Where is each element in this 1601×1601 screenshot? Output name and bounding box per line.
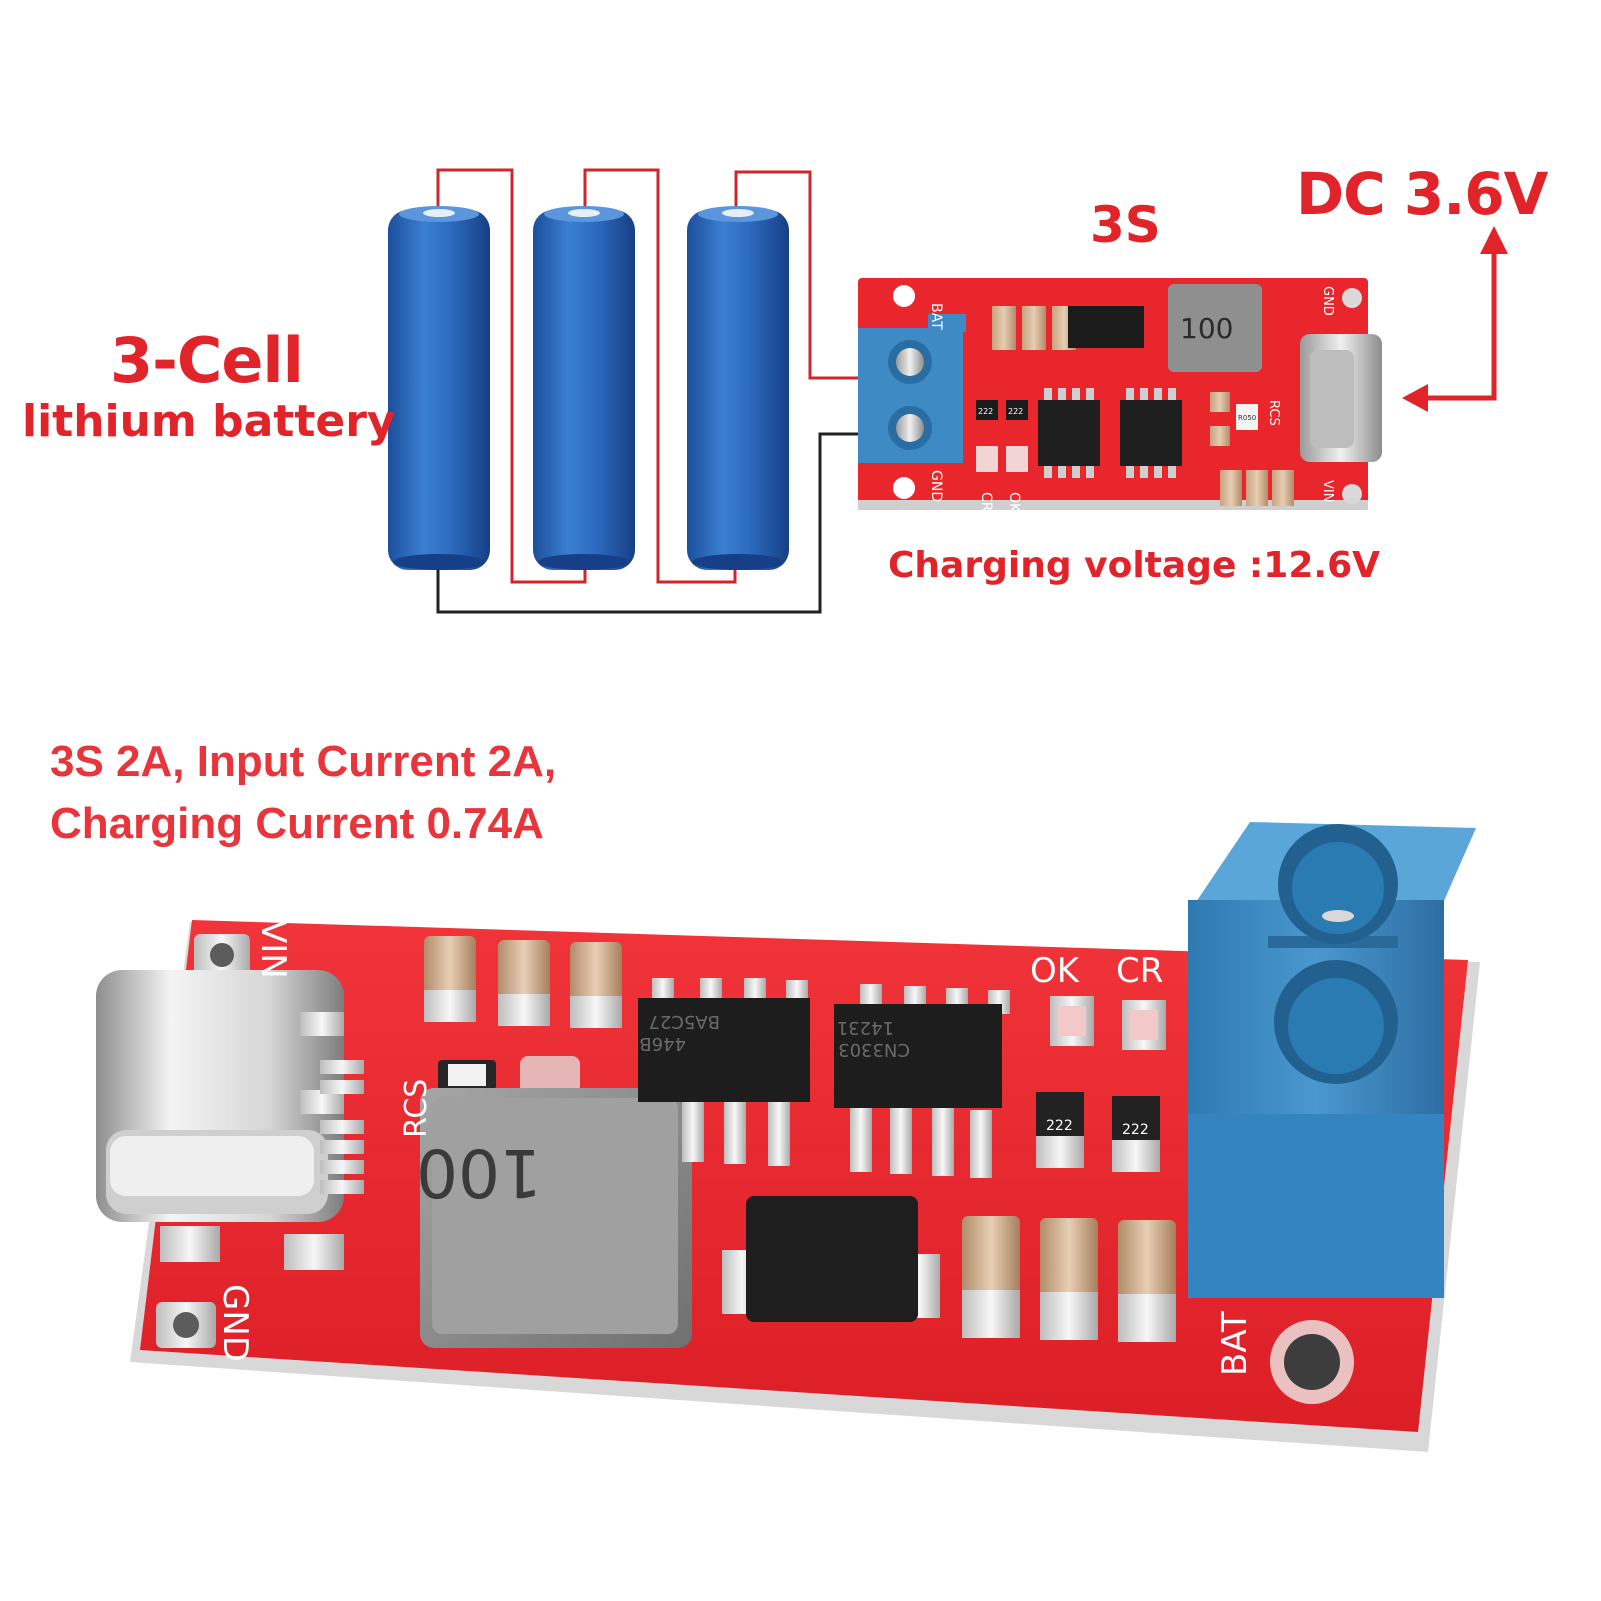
board-mark-ok: OK — [1006, 492, 1022, 513]
diagram-graphics: BAT GND CR OK 100 222 222 R050 RCS GND V… — [388, 168, 1508, 614]
mount-holes — [156, 934, 1354, 1404]
wire-b2-b3 — [583, 168, 737, 584]
mount-hole — [1342, 288, 1362, 308]
ic-chip-small-1 — [1038, 400, 1100, 466]
diode — [722, 1196, 940, 1322]
input-arrow — [1402, 226, 1508, 412]
board-mark-rcs: RCS — [1266, 400, 1281, 426]
board-mark-gnd-right: GND — [1320, 286, 1335, 316]
photo-mark-ic2-line2: 14231 — [837, 1017, 894, 1038]
inductor: 100 — [416, 1088, 692, 1348]
battery-label-title: 3-Cell — [110, 324, 304, 397]
photo-mark-ic1-line2: 446B — [639, 1033, 686, 1054]
photo-mark-inductor: 100 — [416, 1134, 542, 1211]
capacitors-top — [424, 936, 622, 1028]
board-mark-cr: CR — [978, 492, 994, 512]
pcb-board-small: BAT GND CR OK 100 222 222 R050 RCS GND V… — [858, 278, 1382, 513]
battery-cell-2 — [533, 206, 635, 570]
photo-mark-ok: OK — [1030, 951, 1081, 991]
wire-b1-gnd — [436, 432, 860, 614]
battery-cell-3 — [687, 206, 789, 570]
mount-hole — [893, 477, 915, 499]
photo-mark-cr: CR — [1116, 951, 1163, 991]
spec-line-2: Charging Current 0.74A — [50, 799, 544, 848]
wiring-diagram: BAT GND CR OK 100 222 222 R050 RCS GND V… — [0, 0, 1601, 660]
spec-line-1: 3S 2A, Input Current 2A, — [50, 737, 557, 786]
input-voltage-label: DC 3.6V — [1296, 160, 1549, 228]
photo-mark-ic1-line1: BA5C27 — [648, 1011, 720, 1032]
usb-c-port — [96, 970, 364, 1270]
terminal-block — [1188, 822, 1476, 1298]
wire-b1-b2 — [436, 168, 587, 584]
photo-mark-r222-b: 222 — [1122, 1122, 1149, 1138]
battery-label-sub: lithium battery — [22, 396, 396, 447]
battery-cell-1 — [388, 206, 490, 570]
board-mark-r222-a: 222 — [978, 407, 993, 416]
board-mark-vin: VIN — [1320, 480, 1335, 502]
board-mark-bat: BAT — [928, 303, 944, 330]
status-leds — [1050, 996, 1166, 1050]
charging-voltage-label: Charging voltage :12.6V — [888, 545, 1380, 586]
capacitors-bottom — [962, 1216, 1176, 1342]
ic-chip-1: BA5C27 446B — [638, 978, 810, 1166]
inductor-small — [1168, 284, 1262, 372]
wire-b3-bat — [734, 170, 860, 380]
photo-mark-vin: VIN — [253, 920, 293, 979]
board-mark-r222-b: 222 — [1008, 407, 1023, 416]
photo-mark-ic2-line1: CN3303 — [838, 1039, 910, 1060]
ic-chip-2: CN3303 14231 — [834, 984, 1010, 1178]
board-mark-inductor: 100 — [1180, 312, 1233, 345]
photo-mark-bat: BAT — [1215, 1311, 1255, 1376]
board-mark-r050: R050 — [1238, 414, 1256, 422]
photo-mark-gnd: GND — [215, 1284, 255, 1362]
resistors-222: 222 222 — [1036, 1092, 1160, 1172]
wires — [436, 168, 860, 614]
config-label: 3S — [1090, 196, 1161, 254]
ic-chip-small-2 — [1120, 400, 1182, 466]
photo-mark-r222-a: 222 — [1046, 1118, 1073, 1134]
pcb-photo: 100 BA5C27 446B CN3303 14231 222 — [96, 822, 1480, 1452]
board-mark-gnd-left: GND — [928, 470, 944, 502]
mount-hole — [893, 285, 915, 307]
photo-mark-rcs: RCS — [399, 1079, 434, 1138]
mount-hole — [1342, 484, 1362, 504]
